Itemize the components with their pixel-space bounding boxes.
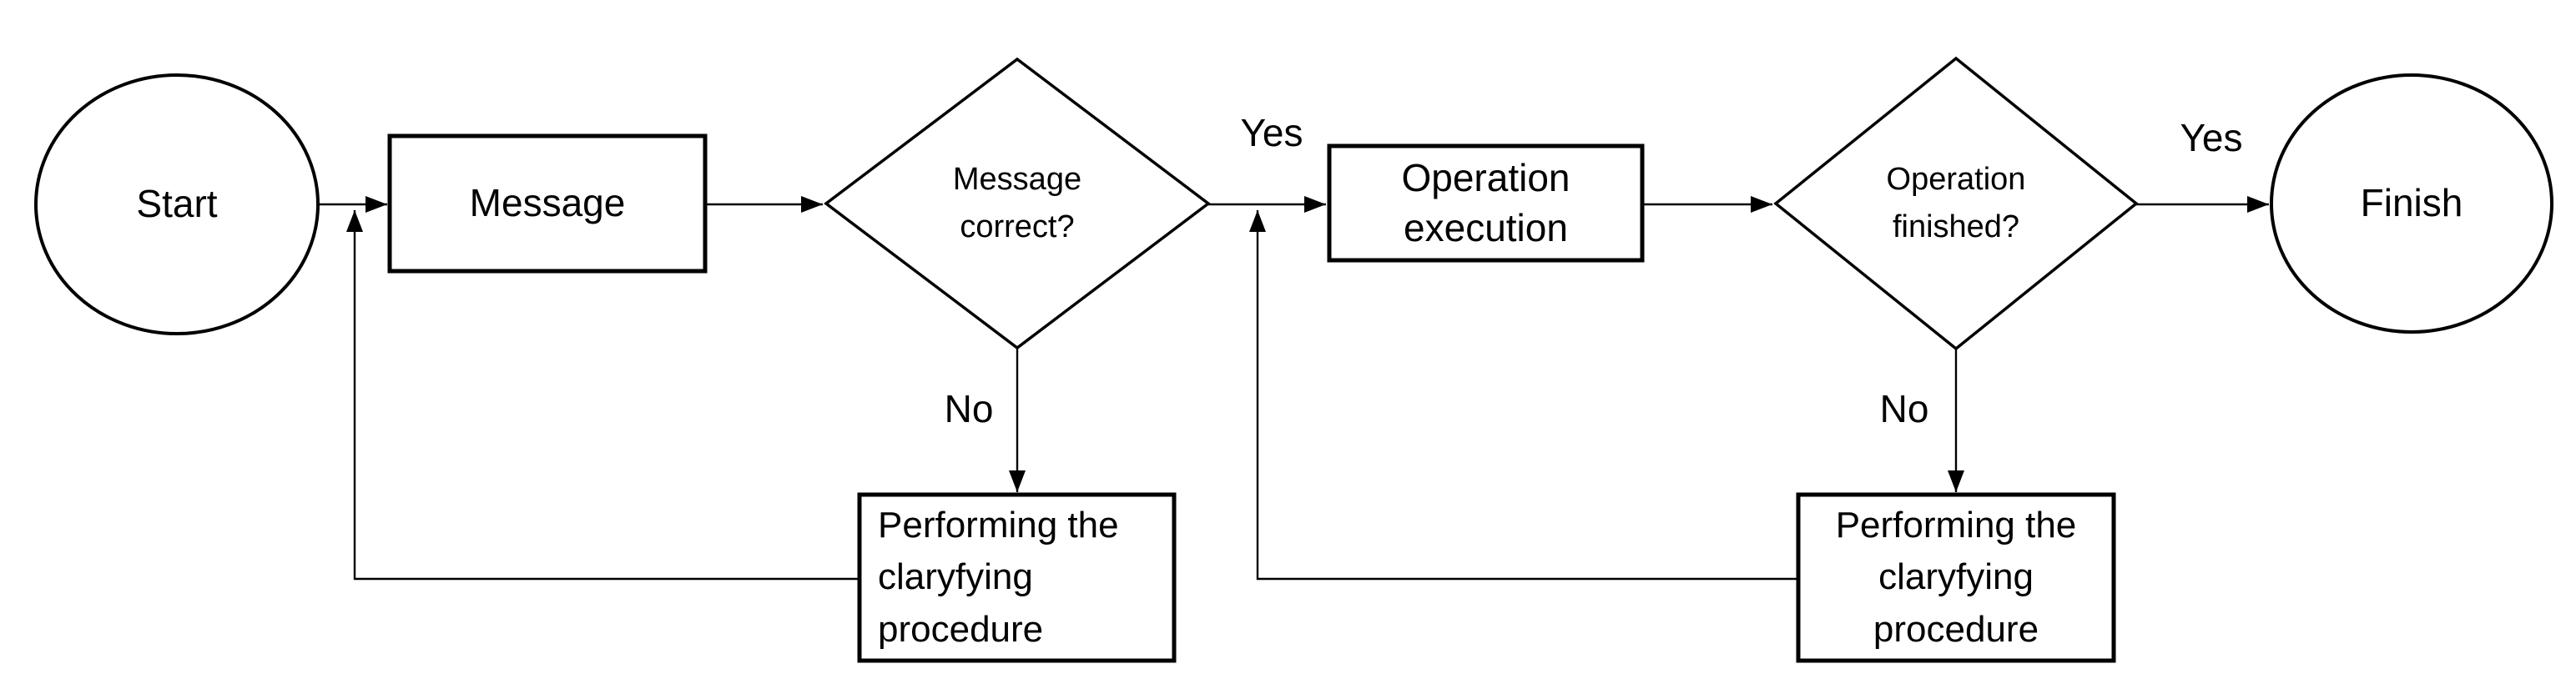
clarify-1-label: Performing the claryfying procedure bbox=[878, 504, 1119, 650]
no-label-operation-finished: No bbox=[1879, 387, 1929, 431]
operation-execution-process-shape bbox=[1327, 143, 1645, 263]
edges-group bbox=[318, 196, 2269, 581]
operation-finished-decision-shape bbox=[1773, 56, 2139, 351]
message-process-shape bbox=[387, 133, 708, 274]
operation-execution-label: Operation execution bbox=[1401, 155, 1570, 249]
finish-terminator-shape bbox=[2270, 73, 2553, 334]
finish-label: Finish bbox=[2360, 181, 2463, 225]
start-terminator-shape bbox=[34, 73, 320, 335]
no-label-message-correct: No bbox=[944, 387, 994, 431]
message-correct-label: Message correct? bbox=[952, 162, 1082, 244]
yes-label-message-correct: Yes bbox=[1240, 111, 1303, 155]
clarify-2-process-shape bbox=[1796, 492, 2116, 663]
start-label: Start bbox=[136, 182, 218, 226]
message-label: Message bbox=[469, 181, 626, 225]
operation-finished-label: Operation finished? bbox=[1886, 162, 2026, 244]
yes-label-operation-finished: Yes bbox=[2180, 116, 2243, 160]
nodes-group bbox=[34, 56, 2553, 663]
edge-clarify-2-loop-to-operation-execution-input bbox=[1249, 210, 1798, 581]
clarify-1-process-shape bbox=[857, 492, 1177, 663]
clarify-2-label: Performing the claryfying procedure bbox=[1835, 504, 2077, 650]
message-correct-decision-shape bbox=[824, 57, 1211, 350]
edge-clarify-1-loop-to-message-input bbox=[346, 210, 860, 581]
